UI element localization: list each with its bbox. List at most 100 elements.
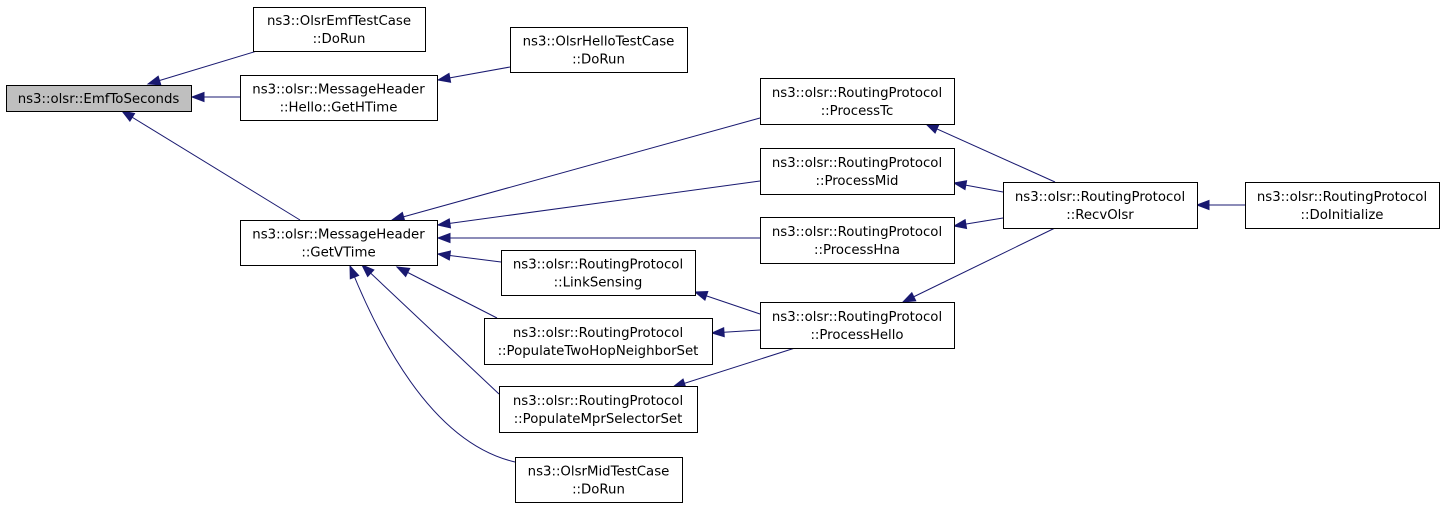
node-box xyxy=(484,318,713,365)
arrowhead-icon xyxy=(693,291,709,301)
arrowhead-icon xyxy=(146,75,162,86)
arrowhead-icon xyxy=(710,327,725,338)
node-box xyxy=(760,148,955,195)
node-label-line: ::DoRun xyxy=(313,32,366,47)
node-olsr-mid-testcase-dorun[interactable]: ns3::OlsrMidTestCase::DoRun xyxy=(515,457,683,503)
node-label-line: ::Hello::GetHTime xyxy=(280,101,398,116)
node-label-line: ::DoRun xyxy=(572,483,625,498)
node-label-line: ns3::olsr::RoutingProtocol xyxy=(513,258,683,273)
arrowhead-icon xyxy=(952,218,968,230)
node-do-initialize[interactable]: ns3::olsr::RoutingProtocol::DoInitialize xyxy=(1245,182,1440,229)
edge-process_hello-to-link_sensing xyxy=(693,291,761,315)
edge-process_hello-to-populate_two_hop xyxy=(710,327,761,338)
arrowhead-icon xyxy=(436,72,452,83)
node-box xyxy=(1003,182,1198,229)
edge-process_hello-to-populate_mpr_selector xyxy=(671,347,796,389)
node-label-line: ns3::olsr::RoutingProtocol xyxy=(772,225,942,240)
node-box xyxy=(1245,182,1440,229)
node-label-line: ::ProcessHna xyxy=(814,243,900,258)
node-populate-mpr-selector[interactable]: ns3::olsr::RoutingProtocol::PopulateMprS… xyxy=(499,386,698,433)
edge-populate_mpr_selector-to-get_vtime xyxy=(360,264,500,395)
node-box xyxy=(6,85,192,112)
node-process-hna[interactable]: ns3::olsr::RoutingProtocol::ProcessHna xyxy=(760,217,955,264)
node-label-line: ::DoRun xyxy=(572,53,625,68)
arrowhead-icon xyxy=(349,264,360,280)
nodes-layer: ns3::olsr::EmfToSeconds ns3::OlsrEmfTestC… xyxy=(6,7,1440,503)
node-label-line: ns3::OlsrHelloTestCase xyxy=(523,35,675,50)
node-box xyxy=(253,7,426,52)
node-label-line: ns3::olsr::RoutingProtocol xyxy=(772,86,942,101)
edge-recv_olsr-to-process_hello xyxy=(901,227,1056,303)
edge-olsr_emf_testcase_dorun-to-emf_to_seconds xyxy=(146,50,258,86)
node-box xyxy=(510,27,688,73)
node-olsr-emf-testcase-dorun[interactable]: ns3::OlsrEmfTestCase::DoRun xyxy=(253,7,426,52)
node-olsr-hello-testcase-dorun[interactable]: ns3::OlsrHelloTestCase::DoRun xyxy=(510,27,688,73)
node-label-line: ns3::olsr::RoutingProtocol xyxy=(513,394,683,409)
node-label-line: ::ProcessMid xyxy=(815,174,898,189)
node-label-line: ::PopulateMprSelectorSet xyxy=(514,412,683,427)
edge-hello_get_htime-to-emf_to_seconds xyxy=(190,91,240,103)
node-label-line: ns3::olsr::EmfToSeconds xyxy=(18,92,180,107)
node-label-line: ::DoInitialize xyxy=(1301,208,1384,223)
node-label-line: ns3::olsr::MessageHeader xyxy=(252,83,425,98)
arrowhead-icon xyxy=(190,91,205,103)
node-box xyxy=(501,250,696,296)
node-hello-get-htime[interactable]: ns3::olsr::MessageHeader::Hello::GetHTim… xyxy=(240,75,438,121)
edge-line xyxy=(121,110,301,221)
arrowhead-icon xyxy=(436,250,452,261)
node-box xyxy=(515,457,683,503)
node-label-line: ns3::olsr::RoutingProtocol xyxy=(513,326,683,341)
edge-process_hna-to-get_vtime xyxy=(436,232,760,244)
node-label-line: ::LinkSensing xyxy=(554,276,643,291)
arrowhead-icon xyxy=(924,123,940,134)
edge-get_vtime-to-emf_to_seconds xyxy=(120,110,301,221)
node-process-tc[interactable]: ns3::olsr::RoutingProtocol::ProcessTc xyxy=(760,78,955,125)
arrowhead-icon xyxy=(1195,199,1210,211)
node-get-vtime[interactable]: ns3::olsr::MessageHeader::GetVTime xyxy=(240,220,438,266)
edge-line xyxy=(672,347,796,388)
node-label-line: ns3::olsr::RoutingProtocol xyxy=(772,310,942,325)
arrowhead-icon xyxy=(436,218,452,229)
node-link-sensing[interactable]: ns3::olsr::RoutingProtocol::LinkSensing xyxy=(501,250,696,296)
node-box xyxy=(499,386,698,433)
edge-line xyxy=(349,265,516,463)
node-label-line: ns3::olsr::RoutingProtocol xyxy=(1015,190,1185,205)
node-box xyxy=(760,217,955,264)
node-process-hello[interactable]: ns3::olsr::RoutingProtocol::ProcessHello xyxy=(760,302,955,349)
edge-process_mid-to-get_vtime xyxy=(436,180,761,229)
arrowhead-icon xyxy=(395,266,411,278)
edge-line xyxy=(361,264,500,395)
node-label-line: ::PopulateTwoHopNeighborSet xyxy=(498,344,699,359)
node-box xyxy=(240,220,438,266)
arrowhead-icon xyxy=(901,291,917,303)
edge-link_sensing-to-get_vtime xyxy=(436,250,502,263)
node-box xyxy=(760,78,955,125)
node-process-mid[interactable]: ns3::olsr::RoutingProtocol::ProcessMid xyxy=(760,148,955,195)
edge-line xyxy=(437,180,761,226)
edge-olsr_hello_testcase_dorun-to-hello_get_htime xyxy=(436,66,511,83)
node-label-line: ns3::olsr::RoutingProtocol xyxy=(1257,190,1427,205)
node-label-line: ns3::olsr::RoutingProtocol xyxy=(772,156,942,171)
node-label-line: ::ProcessHello xyxy=(810,328,903,343)
arrowhead-icon xyxy=(952,180,968,191)
node-label-line: ns3::OlsrEmfTestCase xyxy=(267,14,411,29)
node-populate-two-hop[interactable]: ns3::olsr::RoutingProtocol::PopulateTwoH… xyxy=(484,318,713,365)
node-recv-olsr[interactable]: ns3::olsr::RoutingProtocol::RecvOlsr xyxy=(1003,182,1198,229)
edge-line xyxy=(391,117,761,221)
node-label-line: ns3::OlsrMidTestCase xyxy=(528,465,670,480)
arrowhead-icon xyxy=(436,232,451,244)
edge-olsr_mid_testcase_dorun-to-get_vtime xyxy=(349,264,516,463)
arrowhead-icon xyxy=(120,110,136,122)
edge-do_initialize-to-recv_olsr xyxy=(1195,199,1245,211)
node-label-line: ns3::olsr::MessageHeader xyxy=(252,228,425,243)
node-label-line: ::RecvOlsr xyxy=(1066,208,1134,223)
edge-line xyxy=(925,123,1056,183)
node-emf-to-seconds[interactable]: ns3::olsr::EmfToSeconds xyxy=(6,85,192,112)
edge-line xyxy=(902,227,1056,303)
arrowhead-icon xyxy=(390,211,406,222)
node-label-line: ::GetVTime xyxy=(301,246,375,261)
node-label-line: ::ProcessTc xyxy=(821,104,894,119)
node-box xyxy=(760,302,955,349)
node-box xyxy=(240,75,438,121)
